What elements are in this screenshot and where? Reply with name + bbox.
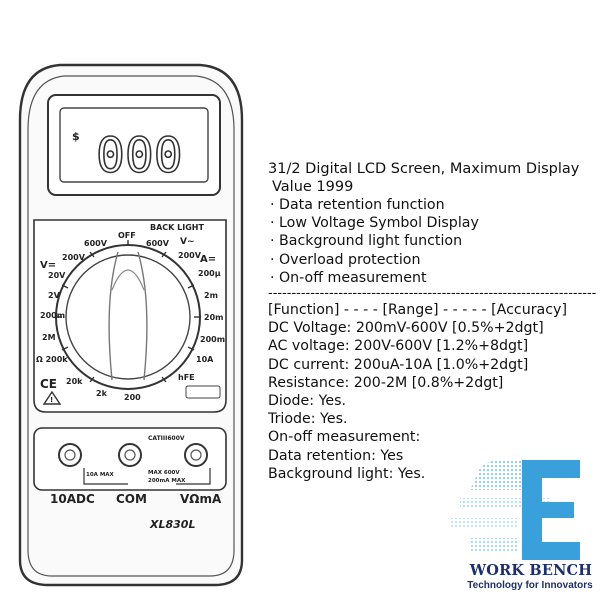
ce-mark: CE (40, 377, 57, 391)
warn-10a-label: 10A MAX (86, 472, 115, 478)
range-label: 20k (66, 377, 83, 386)
feature-item: · Low Voltage Symbol Display (270, 215, 479, 232)
range-label: 2m (204, 291, 218, 300)
spec-row: DC current: 200uA-10A [1.0%+2dgt] (268, 356, 529, 373)
feature-item: · On-off measurement (270, 269, 427, 286)
spec-row: Resistance: 200-2M [0.8%+2dgt] (268, 374, 504, 391)
range-label: Ω 200k (36, 355, 68, 364)
range-label: 200V (62, 253, 86, 262)
port-10adc-label: 10ADC (50, 492, 95, 506)
model-label: XL830L (149, 518, 195, 531)
brand-tagline: Technology for Innovators (467, 580, 593, 591)
range-label: 600V (146, 239, 170, 248)
v-ac-symbol: V~ (180, 237, 195, 247)
lcd-screen (59, 107, 209, 183)
range-label: 200μ (198, 269, 221, 278)
off-label: OFF (118, 231, 136, 240)
range-label: 20V (48, 271, 66, 280)
spec-table-header: [Function] - - - - [Range] - - - - - [Ac… (268, 302, 567, 319)
brand-name: WORK BENCH (469, 562, 593, 579)
range-label: 2M (42, 333, 56, 342)
work-bench-logo-icon (450, 459, 580, 560)
v-dc-symbol: V= (40, 260, 56, 271)
hfe-socket (185, 385, 221, 399)
cat-label: CATIII600V (148, 435, 185, 442)
range-label: 10A (196, 355, 214, 364)
range-label: 2k (96, 389, 108, 398)
back-light-label: BACK LIGHT (150, 223, 204, 232)
range-label: hFE (178, 373, 195, 382)
logo-letter-e (522, 460, 580, 560)
warn-fused-label: 200mA MAX (148, 478, 186, 484)
spec-row: Diode: Yes. (268, 393, 346, 410)
spec-row: DC Voltage: 200mV-600V [0.5%+2dgt] (268, 320, 544, 337)
spec-title-line2: Value 1999 (272, 179, 354, 195)
lcd-sign: $ (72, 130, 80, 143)
a-dc-symbol: A= (200, 254, 216, 265)
range-label: 200m (40, 311, 65, 320)
multimeter-illustration: $ 000 BACK LIGHT OFF V= V~ A= 600V 200V … (18, 63, 244, 587)
spec-row: Data retention: Yes (268, 447, 404, 464)
range-label: 20m (204, 313, 223, 322)
feature-item: · Background light function (270, 233, 463, 250)
svg-text:!: ! (50, 396, 53, 404)
warn-max-label: MAX 600V (148, 470, 180, 476)
range-label: 2V (48, 291, 61, 300)
spec-panel: 31/2 Digital LCD Screen, Maximum Display… (268, 160, 598, 483)
port-com-label: COM (116, 492, 147, 506)
port-vma-label: VΩmA (180, 492, 222, 506)
rotary-dial-knob (65, 254, 191, 380)
feature-item: · Data retention function (270, 197, 445, 213)
range-label: 200 (124, 393, 141, 402)
spec-separator: ----------------------------------------… (268, 287, 596, 302)
range-label: 600V (84, 239, 108, 248)
lcd-digits: 000 (96, 128, 183, 184)
spec-row: On-off measurement: (268, 429, 421, 446)
spec-row: Background light: Yes. (268, 465, 426, 482)
range-label: 200V (178, 251, 202, 260)
feature-item: · Overload protection (270, 251, 421, 268)
spec-title-line1: 31/2 Digital LCD Screen, Maximum Display (268, 161, 580, 177)
warning-icon (42, 390, 62, 405)
range-label: 200m (200, 335, 225, 344)
spec-row: AC voltage: 200V-600V [1.2%+8dgt] (268, 338, 529, 355)
spec-row: Triode: Yes. (268, 411, 348, 428)
